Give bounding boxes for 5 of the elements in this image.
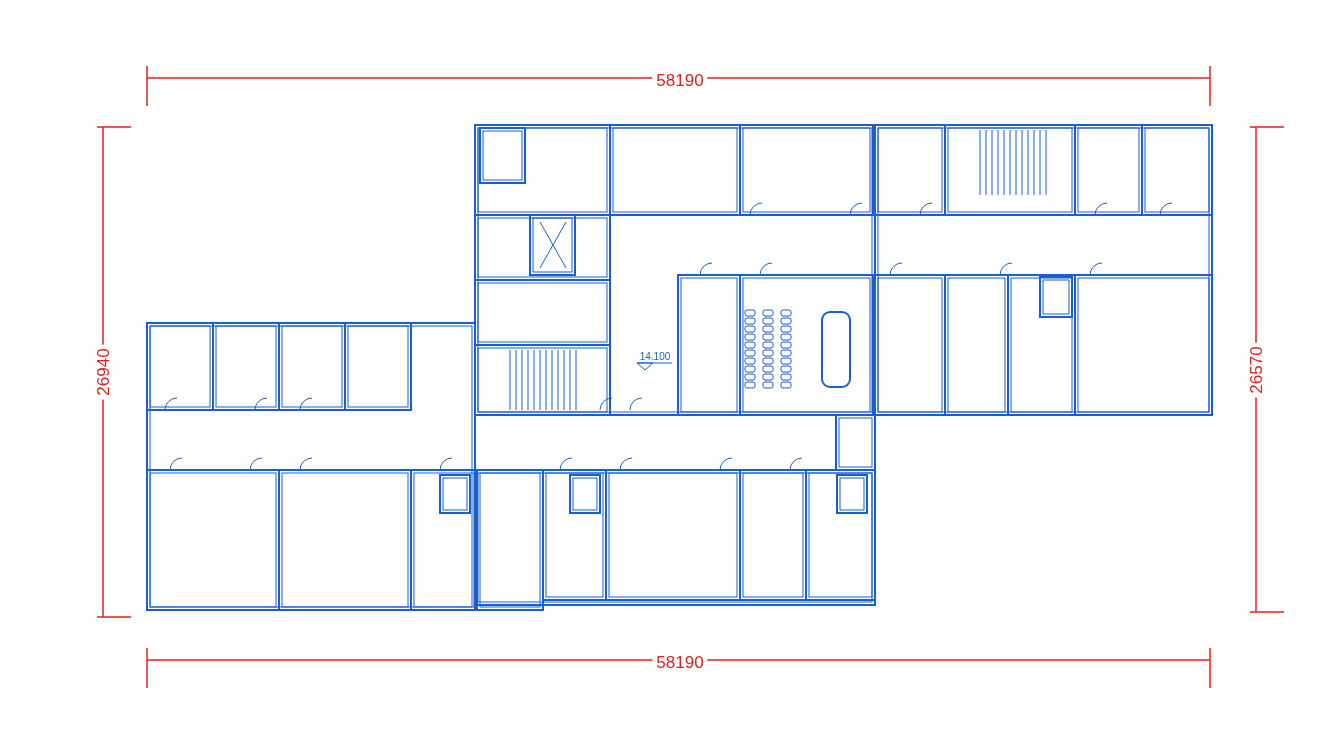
dimension-value: 26940: [94, 344, 112, 400]
dimension-value: 26570: [1247, 342, 1265, 398]
dimension-value: 58190: [652, 71, 708, 89]
elevation-value: 14.100: [639, 352, 671, 362]
dimension-value: 58190: [652, 653, 708, 671]
